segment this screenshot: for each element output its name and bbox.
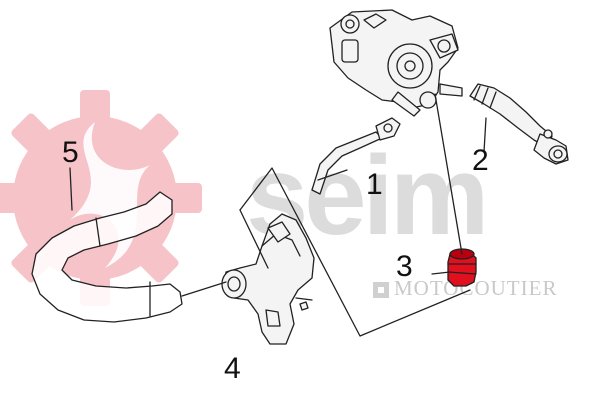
brand-mark-icon [373,282,389,298]
water-outlet-housing-part [221,213,315,345]
leader-lines [69,93,487,337]
callout-3: 3 [396,250,413,283]
callout-2: 2 [472,144,489,177]
coolant-hose-part [31,191,183,323]
turbocharger-part [329,9,463,117]
brand-subtitle: MOTOCOUTIER [394,276,558,300]
callout-1: 1 [366,168,383,201]
callout-5: 5 [62,136,79,169]
oil-pipe-part [311,117,401,195]
callout-4: 4 [224,352,241,385]
rubber-coupling-part [447,248,477,287]
boost-hose-part [469,83,569,165]
